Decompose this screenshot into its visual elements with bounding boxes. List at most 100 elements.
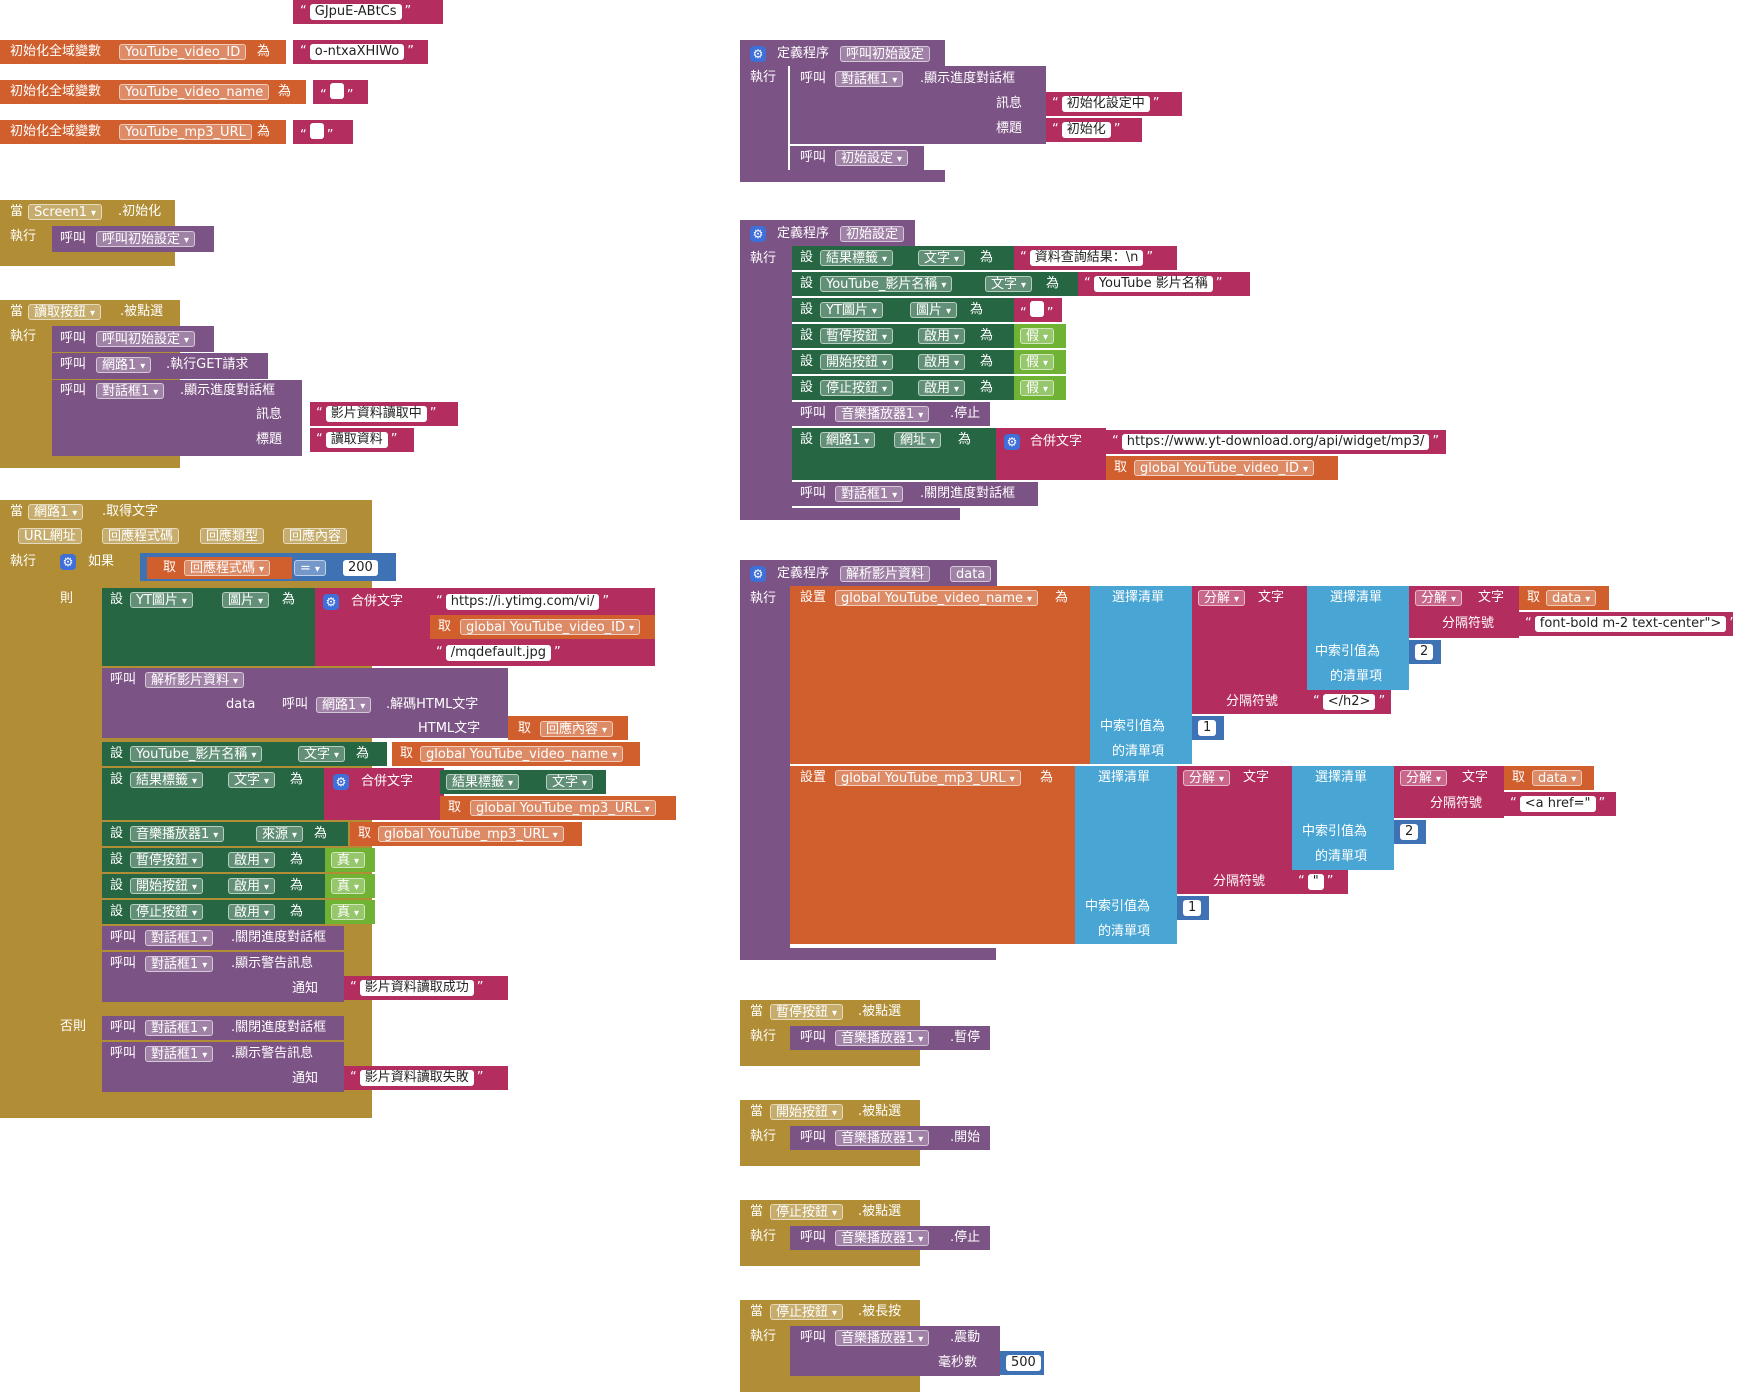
component-dropdown[interactable]: 對話框1▾ (145, 1020, 214, 1036)
component-dropdown[interactable]: 對話框1▾ (145, 956, 214, 972)
result-text[interactable]: “資料查詢結果：\n” (1020, 249, 1153, 267)
split-block[interactable] (1177, 766, 1292, 894)
text-value[interactable]: o-ntxaXHIWo (309, 44, 405, 60)
component-dropdown[interactable]: YouTube_影片名稱▾ (130, 746, 263, 762)
image-text[interactable]: “” (1020, 301, 1054, 321)
text-value[interactable]: YouTube 影片名稱 (1093, 276, 1213, 292)
component-dropdown[interactable]: 對話框1▾ (145, 930, 214, 946)
component-dropdown[interactable]: 網路1▾ (316, 697, 372, 713)
message-text[interactable]: “影片資料讀取中” (316, 405, 437, 423)
message-text[interactable]: “初始化設定中” (1052, 95, 1160, 113)
component-dropdown[interactable]: 開始按鈕▾ (130, 878, 204, 894)
component-dropdown[interactable]: 音樂播放器1▾ (835, 1130, 930, 1146)
property-dropdown[interactable]: 網址▾ (894, 432, 942, 448)
gear-icon[interactable]: ⚙ (750, 46, 766, 62)
split-dropdown[interactable]: 分解▾ (1400, 770, 1448, 786)
split-block[interactable] (1409, 586, 1519, 638)
set-global-block[interactable] (790, 766, 1075, 944)
global-var-name-field[interactable]: YouTube_video_name (119, 84, 270, 100)
gear-icon[interactable]: ⚙ (750, 226, 766, 242)
split-dropdown[interactable]: 分解▾ (1415, 590, 1463, 606)
milliseconds-number[interactable]: 500 (1006, 1355, 1041, 1371)
global-var-value[interactable]: “” (300, 123, 334, 143)
select-list-item-block[interactable] (1307, 586, 1409, 690)
index-number[interactable]: 2 (1400, 824, 1419, 840)
set-text-block[interactable] (102, 768, 324, 820)
split-block[interactable] (1394, 766, 1504, 818)
separator-text[interactable]: “"” (1298, 873, 1333, 891)
component-dropdown[interactable]: YouTube_影片名稱▾ (820, 276, 953, 292)
var-dropdown[interactable]: global YouTube_mp3_URL▾ (470, 800, 656, 816)
property-dropdown[interactable]: 啟用▾ (918, 328, 966, 344)
index-number[interactable]: 1 (1183, 900, 1202, 916)
set-picture-block[interactable] (102, 588, 315, 666)
param-field[interactable]: data (950, 566, 992, 582)
procedure-name-field[interactable]: 初始設定 (840, 226, 905, 242)
index-number[interactable]: 1 (1198, 720, 1217, 736)
text-value[interactable]: 影片資料讀取中 (325, 406, 427, 422)
procedure-dropdown[interactable]: 解析影片資料▾ (145, 672, 245, 688)
text-value[interactable]: 初始化設定中 (1061, 96, 1150, 112)
boolean-dropdown[interactable]: 假▾ (1020, 380, 1055, 396)
fail-text[interactable]: “影片資料讀取失敗” (350, 1069, 484, 1087)
event-param-2[interactable]: 回應類型 (200, 528, 265, 544)
text-value[interactable]: 資料查詢結果：\n (1029, 250, 1144, 266)
global-var-name-field[interactable]: YouTube_mp3_URL (119, 124, 252, 140)
component-dropdown[interactable]: 停止按鈕▾ (130, 904, 204, 920)
property-dropdown[interactable]: 啟用▾ (918, 354, 966, 370)
name-text[interactable]: “YouTube 影片名稱” (1084, 275, 1223, 293)
component-dropdown[interactable]: 音樂播放器1▾ (835, 1330, 930, 1346)
global-var-value[interactable]: “” (320, 83, 354, 103)
operator-dropdown[interactable]: =▾ (294, 560, 326, 576)
status-code-number[interactable]: 200 (343, 560, 378, 576)
gear-icon[interactable]: ⚙ (750, 566, 766, 582)
component-dropdown[interactable]: 結果標籤▾ (130, 772, 204, 788)
component-dropdown[interactable]: 停止按鈕▾ (770, 1304, 844, 1320)
component-dropdown[interactable]: 網路1▾ (96, 357, 152, 373)
select-list-item-block[interactable] (1075, 766, 1177, 944)
api-url-text[interactable]: “https://www.yt-download.org/api/widget/… (1112, 433, 1439, 451)
call-procedure-block[interactable] (52, 326, 214, 352)
var-dropdown[interactable]: global YouTube_video_name▾ (835, 590, 1039, 606)
procedure-name-field[interactable]: 呼叫初始設定 (840, 46, 931, 62)
var-dropdown[interactable]: 回應內容▾ (540, 721, 614, 737)
gear-icon[interactable]: ⚙ (1004, 434, 1020, 450)
property-dropdown[interactable]: 文字▾ (228, 772, 276, 788)
var-dropdown[interactable]: global YouTube_video_ID▾ (1134, 460, 1315, 476)
text-value[interactable]: /mqdefault.jpg (445, 645, 552, 661)
call-close-dialog-block[interactable] (102, 926, 344, 950)
gear-icon[interactable]: ⚙ (333, 774, 349, 790)
text-value[interactable]: 讀取資料 (325, 432, 388, 448)
var-dropdown[interactable]: global YouTube_video_ID▾ (460, 619, 641, 635)
var-dropdown[interactable]: data▾ (1546, 590, 1597, 606)
call-player-block[interactable] (790, 1326, 1000, 1376)
success-text[interactable]: “影片資料讀取成功” (350, 979, 484, 997)
boolean-dropdown[interactable]: 真▾ (331, 852, 366, 868)
component-dropdown[interactable]: 結果標籤▾ (820, 250, 894, 266)
component-dropdown[interactable]: 網路1▾ (28, 504, 84, 520)
text-value[interactable]: 初始化 (1061, 122, 1111, 138)
procedure-name-field[interactable]: 解析影片資料 (840, 566, 931, 582)
boolean-dropdown[interactable]: 假▾ (1020, 328, 1055, 344)
title-text[interactable]: “初始化” (1052, 121, 1121, 139)
component-dropdown[interactable]: YT圖片▾ (820, 302, 883, 318)
component-dropdown[interactable]: 暫停按鈕▾ (770, 1004, 844, 1020)
get-var-block[interactable] (147, 557, 292, 579)
text-value[interactable]: </h2> (1322, 694, 1376, 710)
var-dropdown[interactable]: global YouTube_video_name▾ (420, 746, 624, 762)
call-decode-block[interactable] (272, 692, 508, 738)
component-dropdown[interactable]: 開始按鈕▾ (770, 1104, 844, 1120)
call-close-dialog-block[interactable] (792, 482, 1038, 506)
gear-icon[interactable]: ⚙ (323, 594, 339, 610)
component-dropdown[interactable]: 音樂播放器1▾ (835, 1030, 930, 1046)
component-dropdown[interactable]: 音樂播放器1▾ (130, 826, 225, 842)
call-show-alert-block[interactable] (102, 1042, 344, 1092)
event-param-1[interactable]: 回應程式碼 (102, 528, 180, 544)
text-value[interactable]: 影片資料讀取成功 (359, 980, 474, 996)
component-dropdown[interactable]: 對話框1▾ (96, 383, 165, 399)
url-suffix-text[interactable]: “/mqdefault.jpg” (436, 644, 561, 662)
component-dropdown[interactable]: Screen1▾ (28, 204, 102, 220)
select-list-item-block[interactable] (1090, 586, 1192, 764)
split-dropdown[interactable]: 分解▾ (1198, 590, 1246, 606)
